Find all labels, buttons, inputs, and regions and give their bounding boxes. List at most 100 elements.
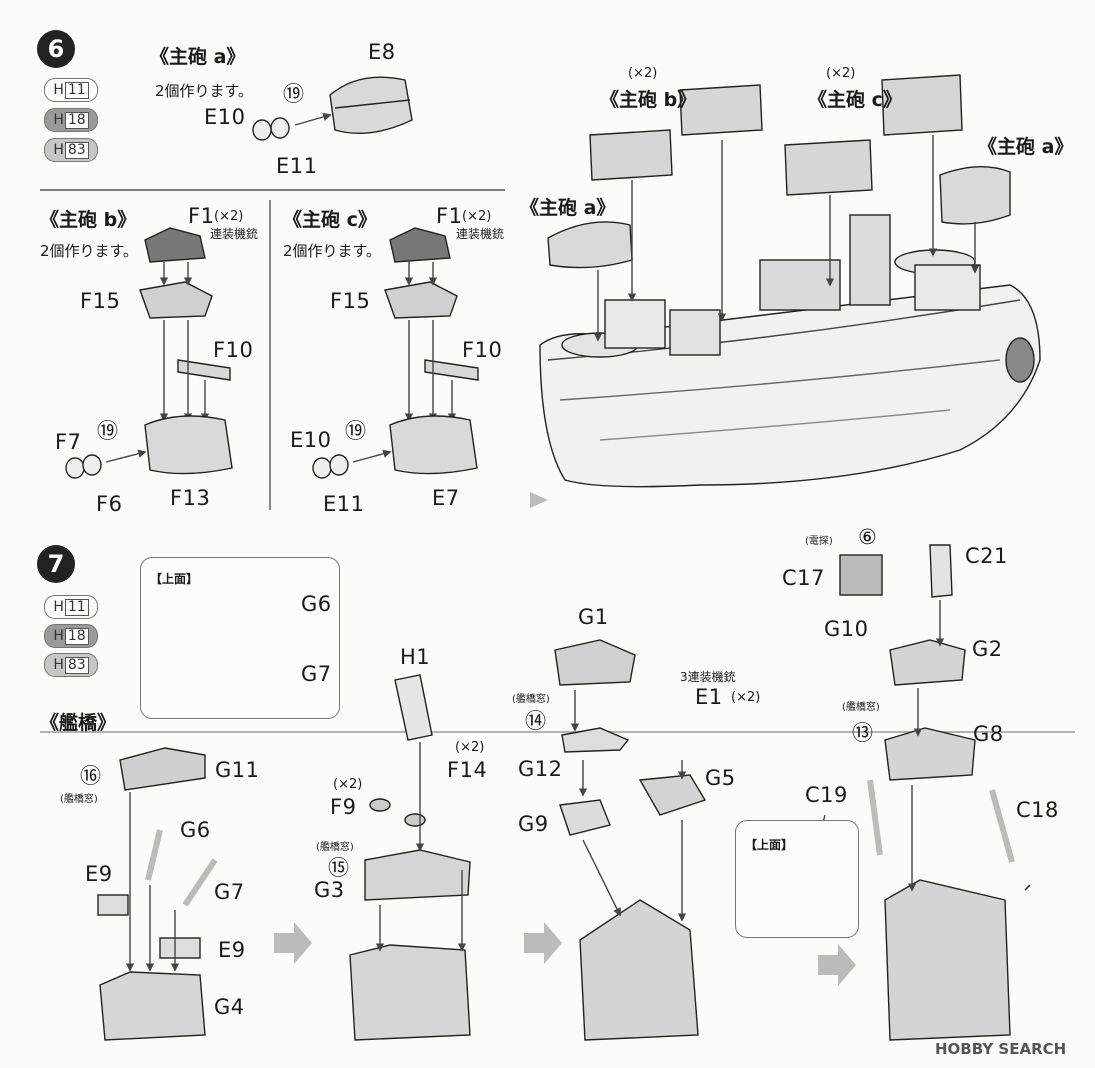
ship-gun-b-mult: (×2): [628, 66, 658, 81]
ship-gun-c-label: 《主砲 c》: [808, 89, 902, 111]
step-6-number: 6: [37, 30, 75, 68]
part-e1: E1: [695, 685, 723, 709]
part-g7: G7: [301, 662, 332, 686]
part-g2: G2: [972, 637, 1003, 661]
part-g12: G12: [518, 757, 563, 781]
part-g4: G4: [214, 995, 245, 1019]
marker-19: ⑲: [345, 419, 367, 443]
top-view-inset-2: [735, 820, 859, 938]
marker-6: ⑥: [858, 525, 878, 549]
top-view-label: 【上面】: [745, 838, 794, 852]
f14-multiplier: (×2): [455, 740, 485, 755]
part-g8: G8: [973, 722, 1004, 746]
bridge-window-label: (艦橋窓): [512, 694, 550, 705]
part-f1: F1: [188, 204, 215, 228]
paint-prefix: H: [53, 82, 64, 98]
top-view-label: 【上面】: [150, 572, 199, 586]
ship-gun-a-label-bow: 《主砲 a》: [520, 197, 616, 219]
paint-code: 11: [64, 81, 89, 99]
ship-turrets-drawing: [547, 74, 1011, 342]
part-e7: E7: [432, 486, 460, 510]
part-f14: F14: [447, 758, 488, 782]
bridge-window-label: (艦橋窓): [316, 842, 354, 853]
part-f6: F6: [96, 492, 123, 516]
gun-c-note: 2個作ります。: [283, 242, 382, 260]
part-f9: F9: [330, 795, 357, 819]
paint-code: 11: [64, 598, 89, 616]
paint-code: 18: [64, 111, 89, 129]
part-c17: C17: [782, 566, 825, 590]
marker-19: ⑲: [283, 82, 305, 106]
part-g7: G7: [214, 880, 245, 904]
flow-arrows: [274, 492, 856, 986]
bridge-col2-drawing: [349, 674, 471, 1041]
part-f10: F10: [213, 338, 254, 362]
part-g3: G3: [314, 878, 345, 902]
part-f10: F10: [462, 338, 503, 362]
part-f1: F1: [436, 204, 463, 228]
gun-b-title: 《主砲 b》: [40, 209, 137, 231]
marker-19: ⑲: [97, 419, 119, 443]
gun-b-note: 2個作ります。: [40, 242, 139, 260]
part-e9: E9: [85, 862, 113, 886]
paint-code: 18: [64, 627, 89, 645]
step-7-number: 7: [37, 545, 75, 583]
part-f7: F7: [55, 430, 82, 454]
twin-mg-label: 連装機銃: [210, 227, 259, 241]
part-f15: F15: [330, 289, 371, 313]
gun-c-title: 《主砲 c》: [283, 209, 377, 231]
part-c18: C18: [1016, 798, 1059, 822]
paint-code: 83: [64, 141, 89, 159]
part-h1: H1: [400, 645, 431, 669]
paint-prefix: H: [53, 628, 64, 644]
e1-multiplier: (×2): [731, 690, 761, 705]
gun-a-turret-drawing: [252, 76, 413, 141]
part-g10: G10: [824, 617, 869, 641]
paint-prefix: H: [53, 657, 64, 673]
part-e9: E9: [218, 938, 246, 962]
part-f13: F13: [170, 486, 211, 510]
part-c21: C21: [965, 544, 1008, 568]
part-e10: E10: [204, 105, 246, 129]
bridge-col4-drawing: [839, 544, 1031, 1041]
part-g11: G11: [215, 758, 260, 782]
f9-multiplier: (×2): [333, 777, 363, 792]
triple-mg-label: 3連装機銃: [680, 670, 736, 684]
marker-14: ⑭: [525, 709, 547, 733]
paint-prefix: H: [53, 112, 64, 128]
bridge-title: 《艦橋》: [40, 712, 117, 734]
bridge-col3-drawing: [554, 639, 707, 1041]
part-g9: G9: [518, 812, 549, 836]
ship-gun-c-mult: (×2): [826, 66, 856, 81]
part-e11: E11: [323, 492, 365, 516]
marker-15: ⑮: [328, 856, 350, 880]
bridge-col1-drawing: [97, 747, 218, 1041]
bridge-window-label: (艦橋窓): [60, 794, 98, 805]
part-g6: G6: [180, 818, 211, 842]
gun-a-title: 《主砲 a》: [150, 46, 246, 68]
gun-c-drawing: [312, 227, 479, 479]
part-g6: G6: [301, 592, 332, 616]
part-c19: C19: [805, 783, 848, 807]
multiplier: (×2): [462, 209, 492, 224]
ship-gun-b-label: 《主砲 b》: [600, 89, 697, 111]
hobby-search-watermark: HOBBY SEARCH: [935, 1040, 1067, 1058]
part-g5: G5: [705, 766, 736, 790]
multiplier: (×2): [214, 209, 244, 224]
part-e11: E11: [276, 154, 318, 178]
gun-b-drawing: [65, 227, 233, 479]
ship-hull-drawing: [539, 214, 1041, 488]
marker-16: ⑯: [80, 764, 102, 788]
paint-prefix: H: [53, 142, 64, 158]
twin-mg-label: 連装機銃: [456, 227, 505, 241]
part-e10: E10: [290, 428, 332, 452]
radar-label: (電探): [805, 536, 833, 547]
part-f15: F15: [80, 289, 121, 313]
